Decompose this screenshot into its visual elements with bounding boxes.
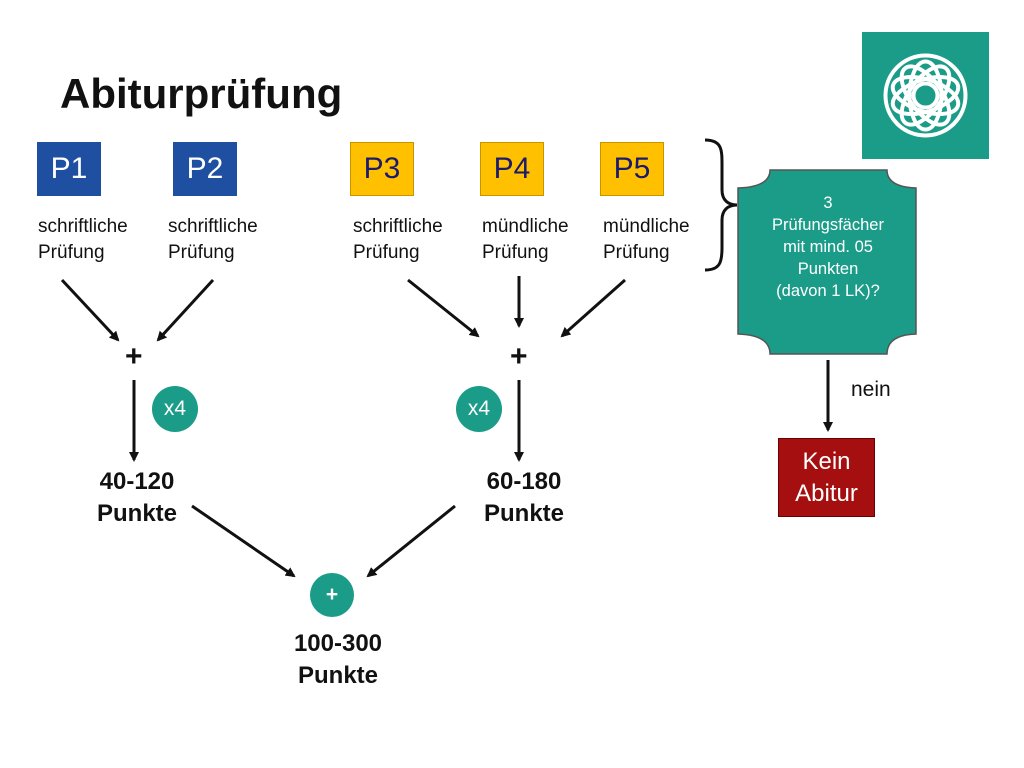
exam-type-p2: schriftliche Prüfung bbox=[168, 214, 258, 266]
arrow-p3-plus bbox=[407, 278, 480, 338]
no-branch-label: nein bbox=[851, 378, 891, 401]
result-group1-range: 40-120 bbox=[99, 468, 175, 495]
exam-type-p5: mündliche Prüfung bbox=[603, 214, 690, 266]
plus-operator-group1: + bbox=[125, 340, 143, 373]
exam-box-p1: P1 bbox=[37, 142, 101, 196]
decision-shape bbox=[737, 169, 917, 355]
rosette-logo-icon bbox=[862, 32, 989, 159]
condition-line1: 3 bbox=[823, 194, 833, 212]
outcome-box: Kein Abitur bbox=[778, 438, 875, 517]
arrow-p5-plus bbox=[560, 278, 626, 338]
exam-type-p4-line1: mündliche bbox=[482, 216, 569, 237]
group-brace bbox=[704, 138, 738, 272]
result-group2-unit: Punkte bbox=[483, 500, 564, 527]
arrow-result1-total bbox=[191, 504, 296, 578]
result-total: 100-300 Punkte bbox=[258, 628, 418, 692]
exam-box-p4: P4 bbox=[480, 142, 544, 196]
page-title: Abiturprüfung bbox=[60, 70, 343, 117]
exam-box-p3: P3 bbox=[350, 142, 414, 196]
result-group2: 60-180 Punkte bbox=[459, 466, 589, 530]
plus-badge-total: + bbox=[310, 573, 354, 617]
exam-type-p2-line2: Prüfung bbox=[168, 242, 235, 263]
result-group2-range: 60-180 bbox=[486, 468, 562, 495]
exam-type-p4-line2: Prüfung bbox=[482, 242, 549, 263]
result-total-range: 100-300 bbox=[293, 630, 383, 657]
multiplier-badge-group1: x4 bbox=[152, 386, 198, 432]
exam-type-p1-line2: Prüfung bbox=[38, 242, 105, 263]
arrow-p1-plus bbox=[60, 278, 120, 342]
exam-type-p2-line1: schriftliche bbox=[168, 216, 258, 237]
plus-operator-group2: + bbox=[510, 340, 528, 373]
condition-line3: mit mind. 05 bbox=[783, 238, 873, 256]
exam-type-p5-line1: mündliche bbox=[603, 216, 690, 237]
exam-type-p1-line1: schriftliche bbox=[38, 216, 128, 237]
result-group1: 40-120 Punkte bbox=[72, 466, 202, 530]
exam-type-p3-line1: schriftliche bbox=[353, 216, 443, 237]
multiplier-badge-group2: x4 bbox=[456, 386, 502, 432]
result-group1-unit: Punkte bbox=[96, 500, 177, 527]
condition-line2: Prüfungsfächer bbox=[772, 216, 884, 234]
result-total-unit: Punkte bbox=[297, 662, 378, 689]
exam-type-p4: mündliche Prüfung bbox=[482, 214, 569, 266]
exam-type-p5-line2: Prüfung bbox=[603, 242, 670, 263]
outcome-line2: Abitur bbox=[795, 479, 858, 507]
exam-type-p3: schriftliche Prüfung bbox=[353, 214, 443, 266]
arrow-result2-total bbox=[366, 504, 456, 578]
exam-type-p3-line2: Prüfung bbox=[353, 242, 420, 263]
exam-box-p2: P2 bbox=[173, 142, 237, 196]
exam-type-p1: schriftliche Prüfung bbox=[38, 214, 128, 266]
condition-text: 3 Prüfungsfächer mit mind. 05 Punkten (d… bbox=[740, 192, 916, 302]
outcome-line1: Kein bbox=[802, 447, 851, 475]
exam-box-p5: P5 bbox=[600, 142, 664, 196]
condition-line5: (davon 1 LK)? bbox=[776, 282, 880, 300]
arrow-p2-plus bbox=[156, 278, 215, 342]
condition-line4: Punkten bbox=[797, 260, 859, 278]
